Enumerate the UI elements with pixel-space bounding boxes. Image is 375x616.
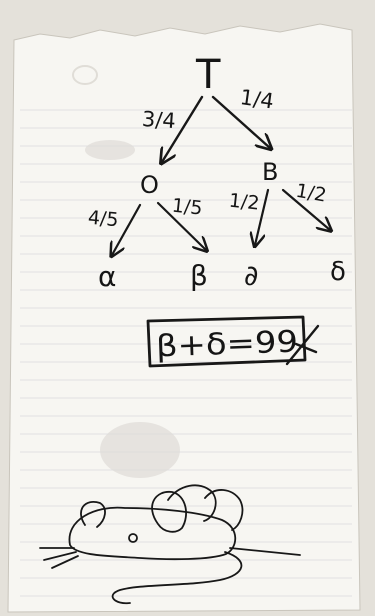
equation-box [146, 315, 307, 368]
leaf-delta: δ [330, 257, 346, 287]
leaf-beta: β [190, 259, 208, 292]
ghost-marks [72, 65, 180, 478]
mouse-doodle [39, 484, 301, 605]
equation-text: β+δ=99 [155, 324, 298, 364]
edge-label-o-alpha: 4/5 [87, 207, 119, 232]
node-b: B [262, 158, 278, 186]
edge-b-partial [255, 188, 270, 245]
ruled-lines [20, 109, 352, 597]
node-root: T [195, 52, 221, 98]
edge-label-t-o: 3/4 [141, 107, 176, 133]
edge-t-o [162, 95, 204, 162]
leaf-partial: ∂ [244, 259, 258, 292]
strike-mark [285, 324, 320, 366]
edge-o-alpha [112, 203, 142, 255]
edge-label-b-delta: 1/2 [294, 180, 328, 207]
edge-label-b-partial: 1/2 [228, 190, 261, 215]
edge-o-beta [156, 201, 206, 250]
edge-label-t-b: 1/4 [239, 85, 276, 113]
edge-b-delta [281, 188, 330, 230]
paper-sheet [7, 23, 361, 613]
edge-label-o-beta: 1/5 [171, 195, 204, 220]
leaf-alpha: α [98, 260, 116, 293]
node-o: O [140, 171, 159, 199]
edge-t-b [211, 95, 270, 148]
